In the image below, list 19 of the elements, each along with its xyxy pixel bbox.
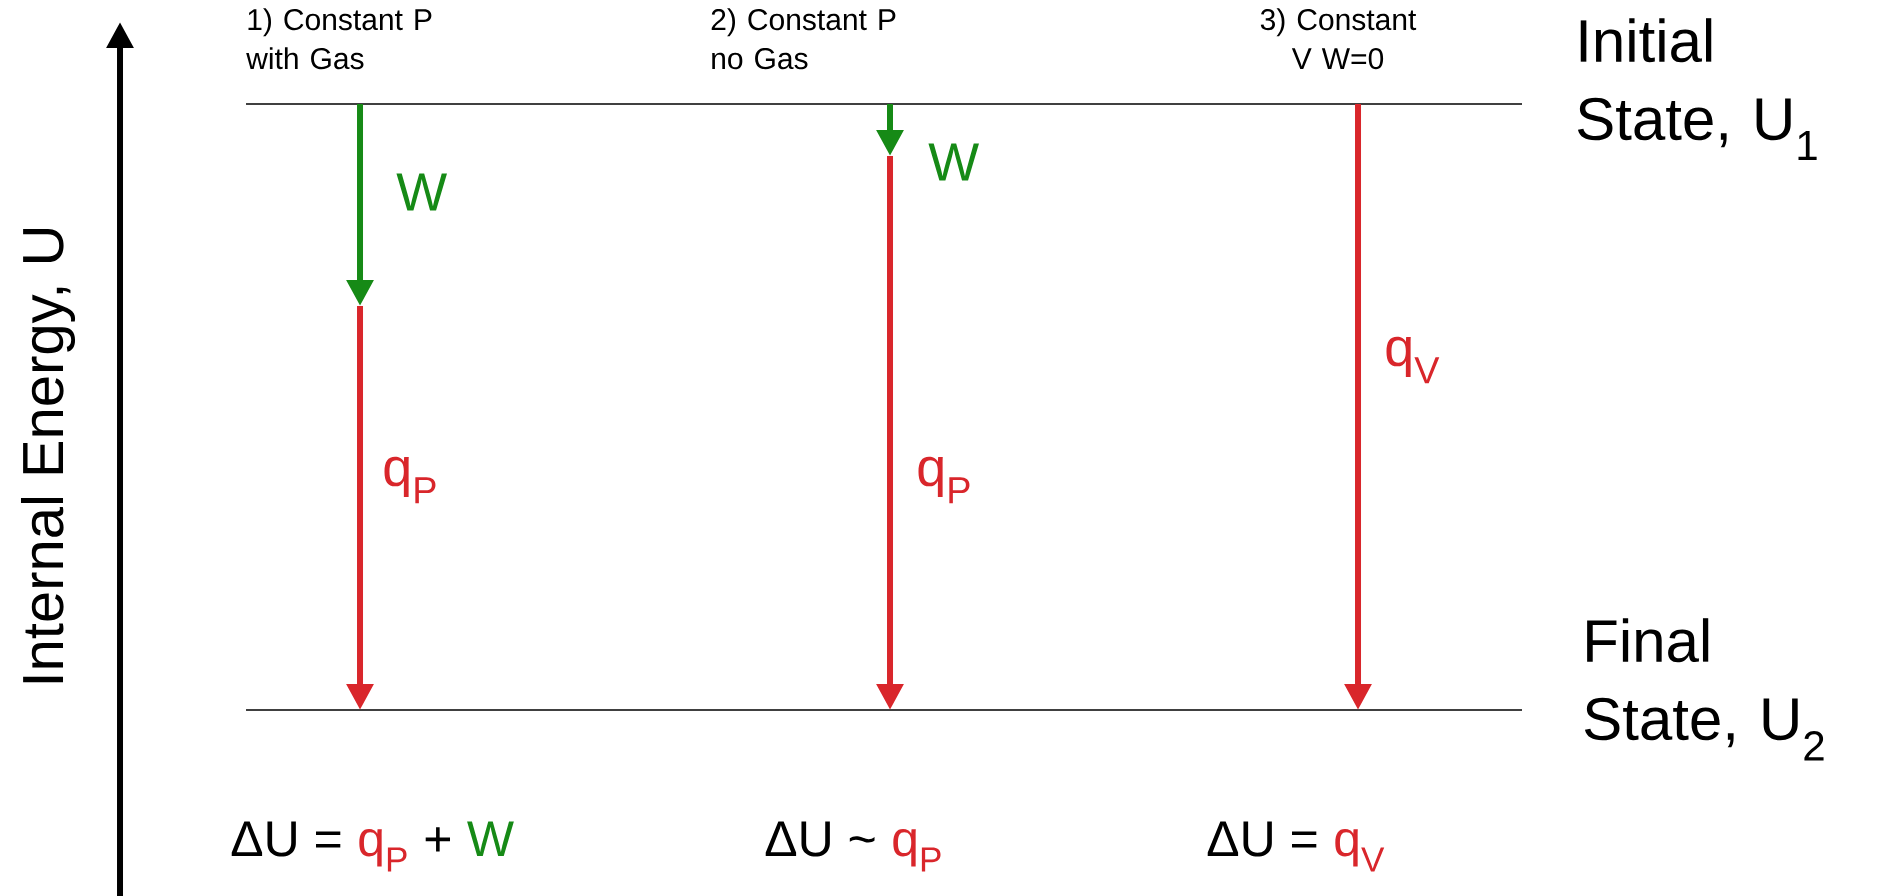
arrow-label: W xyxy=(928,143,979,181)
equation-term: q$_{P}$ xyxy=(359,829,407,872)
equation-term: + xyxy=(425,827,450,852)
column-heading: 3) Constant V W=0 xyxy=(1260,8,1417,70)
equation-term: ΔU = xyxy=(231,821,341,857)
arrow-label: W xyxy=(396,173,447,211)
state-label: Initial State, U$_{1}$ xyxy=(1577,18,1817,160)
arrow-label: q$_{P}$ xyxy=(918,456,970,504)
state-label: Final State, U$_{2}$ xyxy=(1584,618,1824,761)
equation-term: q$_{V}$ xyxy=(1335,829,1385,872)
equation-term: q$_{P}$ xyxy=(893,829,941,872)
equation-term: ΔU ~ xyxy=(765,821,875,857)
arrow-label: q$_{P}$ xyxy=(384,456,436,504)
arrow-label: q$_{V}$ xyxy=(1386,336,1440,384)
equation-term: W xyxy=(467,821,514,856)
axis-label: Internal Energy, U xyxy=(21,229,76,683)
column-heading: 2) Constant P no Gas xyxy=(711,8,896,70)
column-heading: 1) Constant P with Gas xyxy=(246,8,432,70)
equation-term: ΔU = xyxy=(1207,821,1317,857)
